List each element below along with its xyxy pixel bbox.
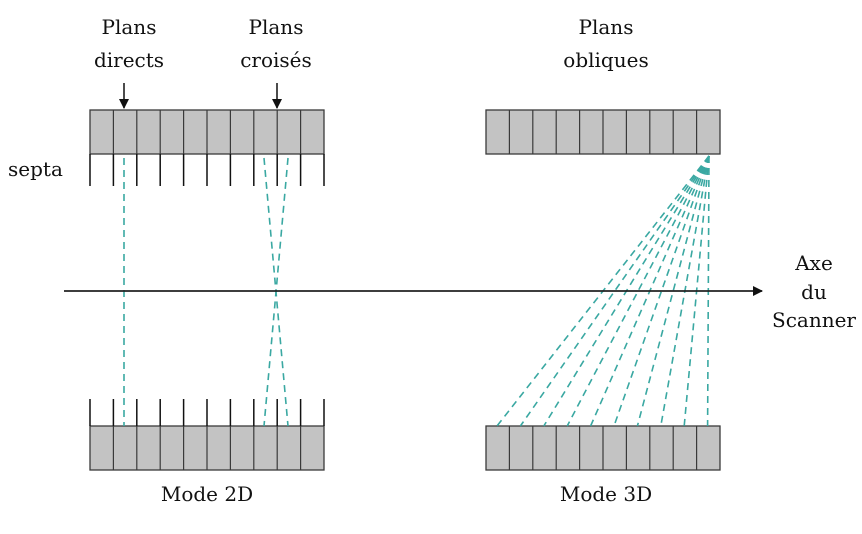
detector-ring-3d-bottom <box>485 425 721 471</box>
detector-ring-3d-top <box>485 109 721 155</box>
axis-label-line1: Axe <box>794 251 833 275</box>
septa-2d-top <box>89 154 325 186</box>
oblique-planes-label-line1: Plans <box>579 15 634 39</box>
lines-of-response-2d <box>123 157 289 427</box>
oblique-line-of-response <box>566 155 710 427</box>
oblique-planes-label-line2: obliques <box>563 48 648 72</box>
cross-plane-line-2 <box>263 157 289 427</box>
mode-2d-caption: Mode 2D <box>161 482 253 506</box>
mode-3d-caption: Mode 3D <box>560 482 652 506</box>
detector-ring-2d-top <box>89 109 325 155</box>
direct-planes-label-line2: directs <box>94 48 164 72</box>
detector-ring-2d-bottom <box>89 425 325 471</box>
oblique-line-of-response <box>519 155 710 427</box>
cross-planes-label-line1: Plans <box>249 15 304 39</box>
axis-label-line2: du <box>801 280 827 304</box>
cross-planes-label-line2: croisés <box>240 48 312 72</box>
axis-label-line3: Scanner <box>772 308 856 332</box>
septa-label: septa <box>8 157 63 181</box>
oblique-line-of-response <box>636 155 710 427</box>
direct-planes-label-line1: Plans <box>102 15 157 39</box>
septa-2d-bottom <box>89 399 325 426</box>
